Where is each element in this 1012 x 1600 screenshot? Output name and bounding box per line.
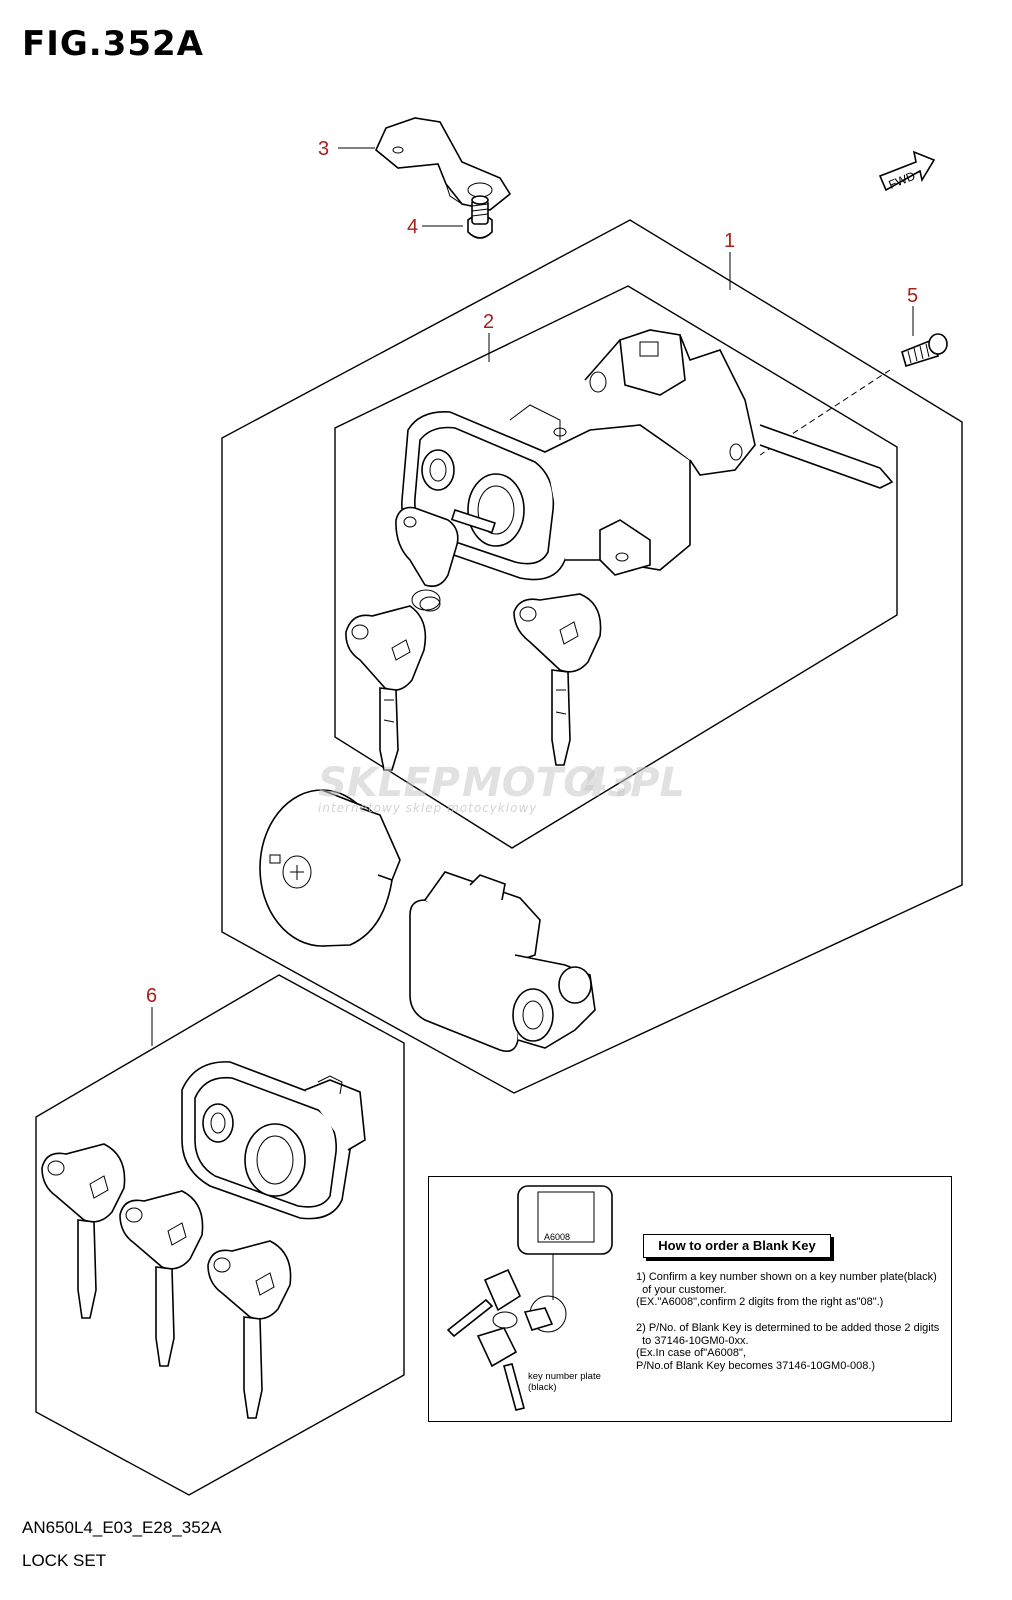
watermark-brand-part4: .PL [615, 760, 685, 806]
callout-5: 5 [907, 285, 918, 307]
watermark-tagline: internetowy sklep motocyklowy [318, 801, 537, 815]
figure-title: FIG.352A [22, 24, 204, 64]
key-plate-caption: key number plate (black) [528, 1371, 601, 1393]
assembly-outline-6 [35, 974, 405, 1496]
bracket-part-3 [375, 117, 512, 211]
blank-key-info-box [428, 1176, 952, 1422]
watermark: SKLEP MOTO 43 .PL internetowy sklep moto… [318, 760, 685, 815]
fwd-arrow-icon: FWD [878, 150, 936, 192]
seat-box-lock [409, 871, 596, 1053]
watermark-brand-part2: MOTO [462, 760, 597, 806]
leader-lines [151, 147, 914, 1046]
blank-key-title: How to order a Blank Key [643, 1234, 831, 1258]
callout-3: 3 [318, 138, 329, 160]
assembly-outline-2 [334, 285, 898, 849]
ignition-lock-body [401, 329, 894, 581]
watermark-brand-part3: 43 [579, 760, 636, 806]
figure-name: LOCK SET [22, 1551, 107, 1570]
key-set-assembly-2 [345, 506, 602, 771]
key-plate-code: A6008 [544, 1232, 571, 1242]
callout-6: 6 [146, 985, 157, 1007]
figure-model-code: AN650L4_E03_E28_352A [22, 1518, 222, 1537]
blank-key-step-1: 1) Confirm a key number shown on a key n… [636, 1271, 937, 1308]
watermark-brand-part1: SKLEP [318, 760, 460, 806]
fuel-cap-lock [259, 789, 401, 947]
blank-key-step-2: 2) P/No. of Blank Key is determined to b… [636, 1322, 940, 1372]
assembly-outline-1 [221, 219, 963, 1094]
lock-body-part-6 [181, 1061, 366, 1220]
bolt-part-4 [467, 195, 493, 239]
callout-1: 1 [724, 230, 735, 252]
callout-2: 2 [483, 311, 494, 333]
key-set-part-6 [41, 1143, 292, 1419]
callout-4: 4 [407, 216, 418, 238]
screw-part-5 [901, 333, 948, 368]
key-plate-illustration [446, 1185, 613, 1411]
